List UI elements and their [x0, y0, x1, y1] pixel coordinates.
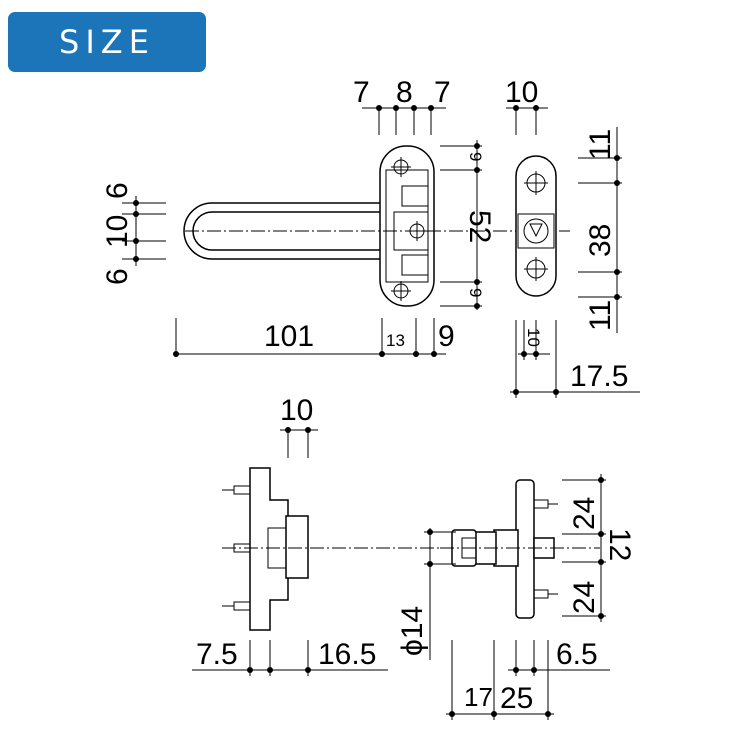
- dim-17: 17: [464, 682, 493, 712]
- dim-9-upper: 9: [466, 152, 485, 161]
- dim-receiver-top-10: 10: [505, 76, 538, 109]
- dim-7-5: 7.5: [196, 638, 238, 671]
- bracket-slot-bottom: [401, 254, 429, 276]
- dim-top-left: 7: [353, 76, 370, 109]
- dim-inner-10: 10: [524, 328, 543, 347]
- side-view-right: 24 12 24 ϕ14 6.5 17 25: [396, 474, 636, 720]
- dim-12: 12: [603, 528, 636, 561]
- dim-11-top: 11: [584, 129, 617, 160]
- dim-side-top-10: 10: [280, 394, 313, 427]
- dim-17-5: 17.5: [570, 360, 628, 393]
- dim-top-right: 7: [434, 76, 451, 109]
- size-label: SIZE: [59, 23, 155, 61]
- screw-hole-bottom: [391, 281, 411, 301]
- guard-arm-outer: [183, 202, 386, 260]
- screw-left-bottom: [222, 601, 251, 611]
- screw-right-bottom: [533, 589, 558, 599]
- side-bracket-plate: [249, 467, 289, 631]
- dim-11-bottom: 11: [584, 300, 617, 331]
- side-view-left: 10 7.5 16.5: [192, 394, 440, 676]
- dim-left-6b: 6: [101, 268, 134, 285]
- dim-9-lower: 9: [466, 288, 485, 297]
- dim-25: 25: [500, 682, 533, 715]
- dim-left-6a: 6: [101, 182, 134, 199]
- side-bracket-boss: [285, 515, 309, 579]
- size-badge: SIZE: [8, 12, 206, 72]
- screw-hole-top: [391, 157, 411, 177]
- receiver-knob: [517, 213, 555, 249]
- dim-38: 38: [584, 224, 617, 257]
- dim-left-10: 10: [101, 215, 134, 248]
- dim-phi-14: ϕ14: [396, 606, 429, 656]
- receiver-hole-bottom: [524, 257, 548, 281]
- receiver-view: 10 11 38 11 10 17.5: [505, 76, 640, 398]
- dim-top-mid: 8: [396, 76, 413, 109]
- dim-6-5: 6.5: [556, 638, 598, 671]
- top-view: 7 8 7 6 10 6 101 13 9 9 52 9: [101, 76, 570, 357]
- dim-length-101: 101: [264, 320, 314, 353]
- bracket-slot-top: [401, 185, 429, 207]
- receiver-hole-top: [524, 171, 548, 195]
- dim-24-top: 24: [568, 497, 601, 530]
- dim-13: 13: [386, 331, 405, 350]
- screw-left-top: [222, 485, 251, 495]
- screw-right-top: [533, 499, 558, 509]
- dim-height-52: 52: [463, 210, 496, 243]
- dim-16-5: 16.5: [318, 638, 376, 671]
- dim-24-bottom: 24: [568, 581, 601, 614]
- dim-9-bottom: 9: [438, 320, 455, 353]
- receiver-plate: [515, 155, 557, 297]
